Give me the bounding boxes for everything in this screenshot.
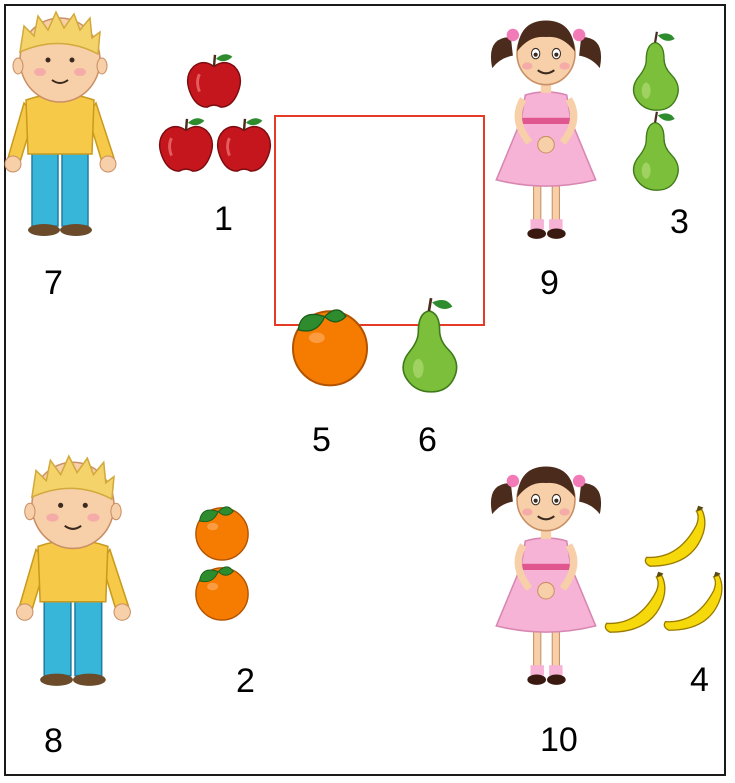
pear-icon	[632, 110, 680, 192]
girl-icon	[488, 452, 604, 688]
banana-icon	[604, 571, 666, 633]
orange-icon	[291, 308, 369, 387]
boy-icon	[4, 11, 117, 237]
orange-icon	[195, 566, 249, 621]
target-box	[274, 115, 485, 326]
label-girl-top: 9	[540, 264, 559, 302]
orange-icon	[195, 506, 249, 561]
boy-icon	[15, 455, 132, 687]
banana-icon	[663, 571, 723, 631]
label-boy-top: 7	[44, 264, 63, 302]
banana-icon	[644, 505, 706, 567]
worksheet-border	[4, 4, 726, 776]
label-girl-bottom: 10	[540, 721, 578, 759]
label-pears-group: 3	[670, 203, 689, 241]
label-oranges-group: 2	[236, 662, 255, 700]
apple-icon	[158, 116, 214, 173]
apple-icon	[216, 116, 272, 173]
girl-icon	[488, 6, 604, 242]
label-single-pear: 6	[418, 421, 437, 459]
label-bananas: 4	[690, 661, 709, 699]
pear-icon	[401, 296, 458, 394]
label-single-orange: 5	[312, 421, 331, 459]
apple-icon	[186, 52, 242, 109]
label-boy-bottom: 8	[44, 722, 63, 760]
pear-icon	[632, 30, 680, 112]
label-apples: 1	[214, 200, 233, 238]
